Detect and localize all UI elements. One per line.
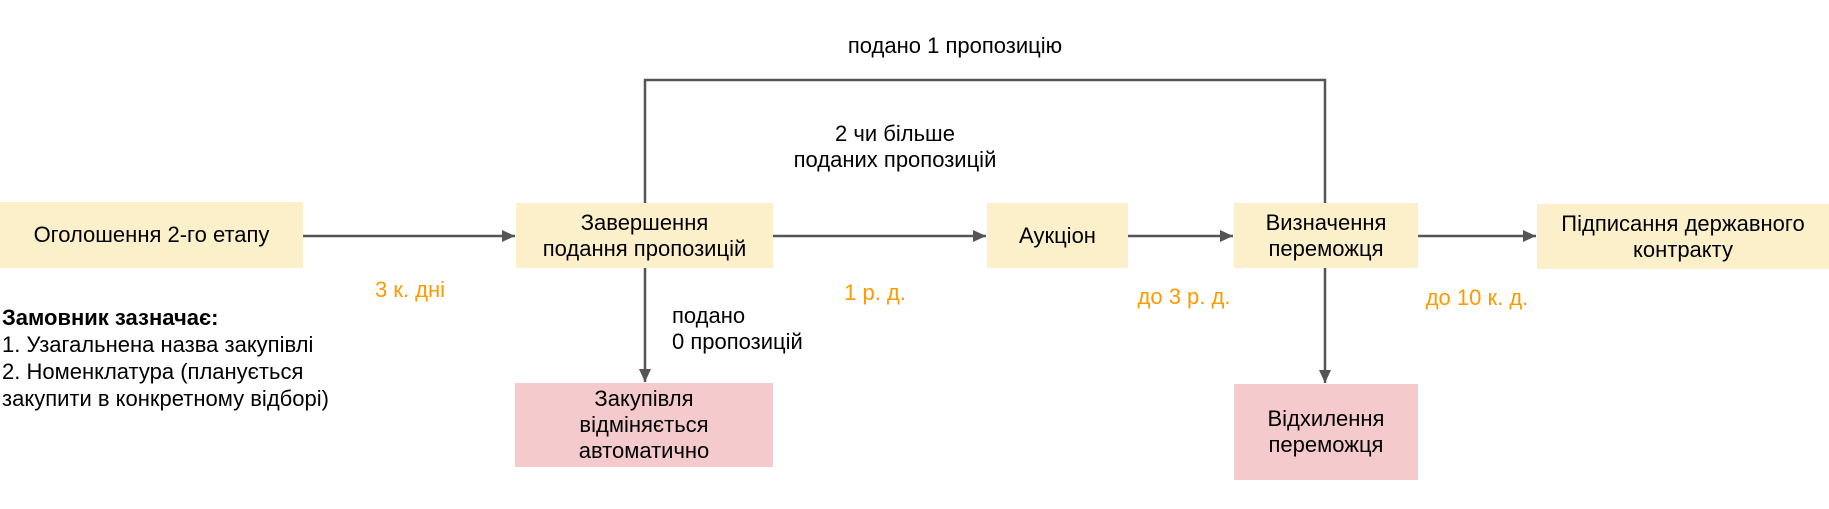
edge-label-one-proposal: подано 1 пропозицію xyxy=(847,33,1063,58)
duration-close-to-auction: 1 р. д. xyxy=(844,280,906,305)
edge-label-two-or-more-proposals: 2 чи більше поданих пропозицій xyxy=(793,121,997,172)
stage-close-submissions: Завершення подання пропозицій xyxy=(516,203,773,268)
stage-announce-2nd-phase: Оголошення 2-го етапу xyxy=(0,202,303,268)
stage-winner-determination: Визначення переможця xyxy=(1234,203,1418,268)
outcome-procurement-cancelled: Закупівля відміняється автоматично xyxy=(515,383,773,467)
customer-note-title: Замовник зазначає: xyxy=(2,305,219,330)
bypass-one-proposal-line xyxy=(643,78,1327,203)
outcome-winner-rejected: Відхилення переможця xyxy=(1234,384,1418,480)
customer-note-body: 1. Узагальнена назва закупівлі 2. Номенк… xyxy=(2,332,329,411)
duration-announce-to-close: 3 к. дні xyxy=(374,277,446,302)
customer-note: Замовник зазначає: 1. Узагальнена назва … xyxy=(2,304,329,412)
duration-winner-to-contract: до 10 к. д. xyxy=(1425,285,1529,310)
stage-auction: Аукціон xyxy=(987,203,1128,268)
edge-label-zero-proposals: подано 0 пропозицій xyxy=(672,303,803,354)
duration-auction-to-winner: до 3 р. д. xyxy=(1137,284,1231,309)
stage-contract-signing: Підписання державного контракту xyxy=(1537,204,1829,269)
